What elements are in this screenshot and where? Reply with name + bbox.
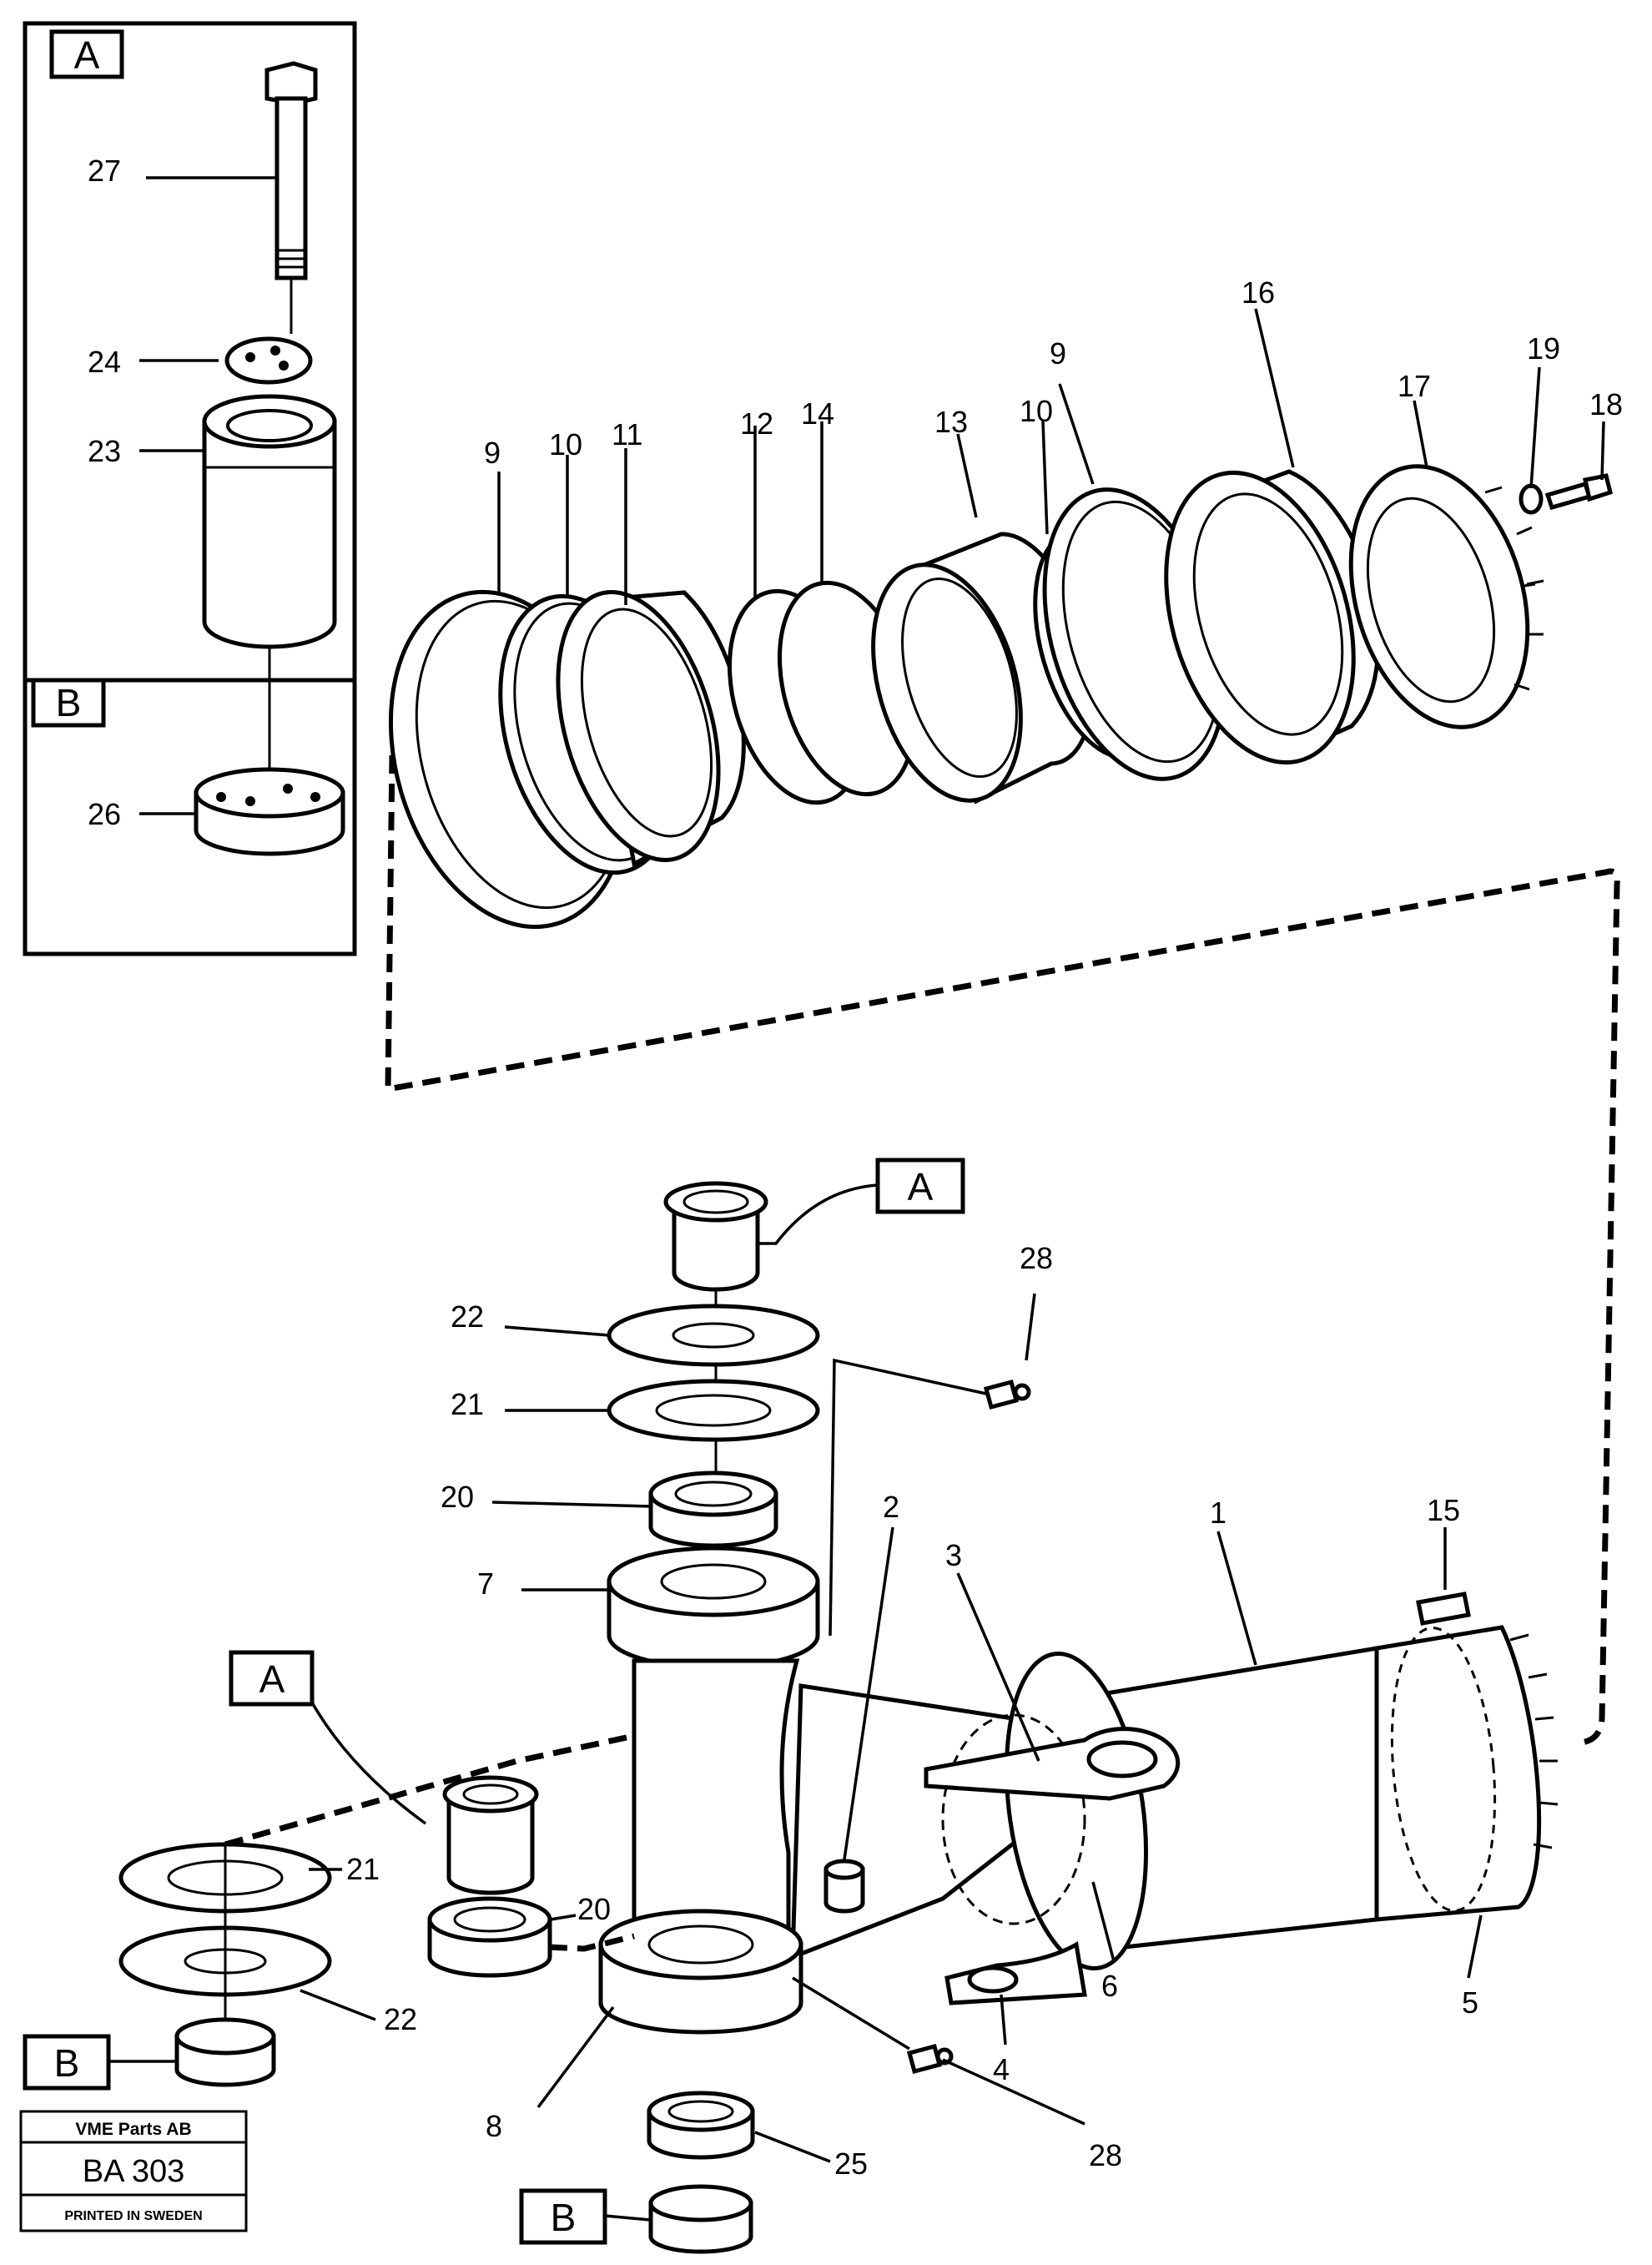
bearing-20-left bbox=[427, 1896, 552, 1978]
grease-nipple-28-top bbox=[983, 1379, 1031, 1410]
washer-24 bbox=[224, 336, 313, 385]
inset-callout-b: B bbox=[31, 678, 106, 728]
callout-a-left: A bbox=[229, 1650, 427, 1825]
bushing-26 bbox=[194, 767, 345, 856]
arm-3 bbox=[924, 1727, 1181, 1801]
part-label-25: 25 bbox=[834, 2146, 868, 2181]
part-label-21-left: 21 bbox=[346, 1852, 380, 1886]
part-label-23: 23 bbox=[88, 434, 121, 468]
part-label-15: 15 bbox=[1427, 1493, 1460, 1527]
cone-11 bbox=[556, 590, 746, 867]
part-label-16: 16 bbox=[1242, 275, 1275, 310]
callout-b-left: B bbox=[23, 2034, 177, 2091]
svg-text:B: B bbox=[551, 2196, 577, 2239]
plug-2 bbox=[823, 1859, 865, 1914]
sleeve-23 bbox=[202, 394, 337, 772]
axle-tube-1 bbox=[1099, 1625, 1559, 1951]
part-label-10-left: 10 bbox=[549, 427, 582, 462]
svg-text:B: B bbox=[56, 681, 82, 724]
svg-text:A: A bbox=[259, 1657, 285, 1701]
nut-17 bbox=[1348, 464, 1544, 729]
lug-4 bbox=[944, 1941, 1087, 2005]
plug-15 bbox=[1416, 1592, 1471, 1626]
part-label-24: 24 bbox=[88, 345, 121, 379]
part-label-6: 6 bbox=[1101, 1969, 1118, 2003]
stamp-code: BA 303 bbox=[83, 2154, 185, 2189]
part-label-11: 11 bbox=[612, 417, 642, 451]
stamp-printed: PRINTED IN SWEDEN bbox=[64, 2209, 202, 2223]
dashed-assembly-path bbox=[385, 754, 1620, 1746]
part-label-18: 18 bbox=[1589, 387, 1623, 421]
part-label-4: 4 bbox=[993, 2052, 1010, 2086]
sleeve-left bbox=[442, 1775, 539, 1895]
svg-text:A: A bbox=[908, 1165, 934, 1208]
part-label-1: 1 bbox=[1210, 1496, 1226, 1530]
callout-b-bottom: B bbox=[519, 2188, 652, 2245]
part-label-20-top: 20 bbox=[441, 1480, 474, 1514]
part-label-2: 2 bbox=[883, 1490, 899, 1524]
washer-21-top bbox=[607, 1379, 820, 1442]
housing-16 bbox=[1164, 469, 1381, 765]
washer-19 bbox=[1519, 483, 1544, 515]
part-label-21-top: 21 bbox=[451, 1387, 484, 1421]
part-label-22-top: 22 bbox=[451, 1299, 484, 1334]
boss-8 bbox=[598, 1909, 803, 2035]
svg-text:A: A bbox=[74, 33, 100, 77]
part-label-3: 3 bbox=[945, 1538, 962, 1572]
svg-text:B: B bbox=[54, 2041, 80, 2085]
part-label-17: 17 bbox=[1398, 369, 1431, 403]
bolt-27 bbox=[264, 61, 318, 334]
part-label-5: 5 bbox=[1462, 1985, 1478, 2020]
part-label-20-left: 20 bbox=[577, 1892, 611, 1926]
part-label-9-right: 9 bbox=[1050, 336, 1066, 371]
part-label-7: 7 bbox=[477, 1566, 494, 1601]
part-label-14: 14 bbox=[801, 396, 834, 431]
sleeve-top bbox=[663, 1181, 768, 1292]
part-label-9-left: 9 bbox=[484, 436, 501, 470]
callout-a-top: A bbox=[759, 1158, 965, 1245]
inset-panel: A B bbox=[23, 21, 357, 956]
part-label-12: 12 bbox=[740, 406, 773, 441]
part-label-19: 19 bbox=[1527, 331, 1560, 366]
part-label-22-left: 22 bbox=[384, 2002, 417, 2036]
bushing-left bbox=[174, 2017, 276, 2087]
bolt-18 bbox=[1544, 473, 1613, 511]
bushing-bottom bbox=[648, 2184, 753, 2254]
part-label-27: 27 bbox=[88, 154, 121, 188]
part-label-10-right: 10 bbox=[1020, 394, 1053, 428]
bearing-25 bbox=[647, 2091, 755, 2160]
bearing-20-top bbox=[648, 1470, 778, 1548]
inset-callout-a: A bbox=[49, 29, 124, 79]
part-label-8: 8 bbox=[486, 2109, 502, 2143]
part-label-13: 13 bbox=[934, 405, 968, 439]
washer-22-top bbox=[607, 1304, 820, 1367]
part-label-28-bottom: 28 bbox=[1089, 2138, 1122, 2172]
catalog-stamp: VME Parts AB BA 303 PRINTED IN SWEDEN bbox=[19, 2110, 248, 2232]
ring-assembly: 9 10 11 12 14 13 10 9 16 17 19 18 bbox=[388, 275, 1623, 930]
grease-nipple-28-bottom bbox=[906, 2043, 954, 2075]
part-label-26: 26 bbox=[88, 797, 121, 831]
main-assembly: A bbox=[23, 1158, 1559, 2254]
part-label-28-top: 28 bbox=[1020, 1241, 1053, 1275]
boss-7 bbox=[607, 1546, 820, 1670]
stamp-company: VME Parts AB bbox=[75, 2120, 191, 2139]
